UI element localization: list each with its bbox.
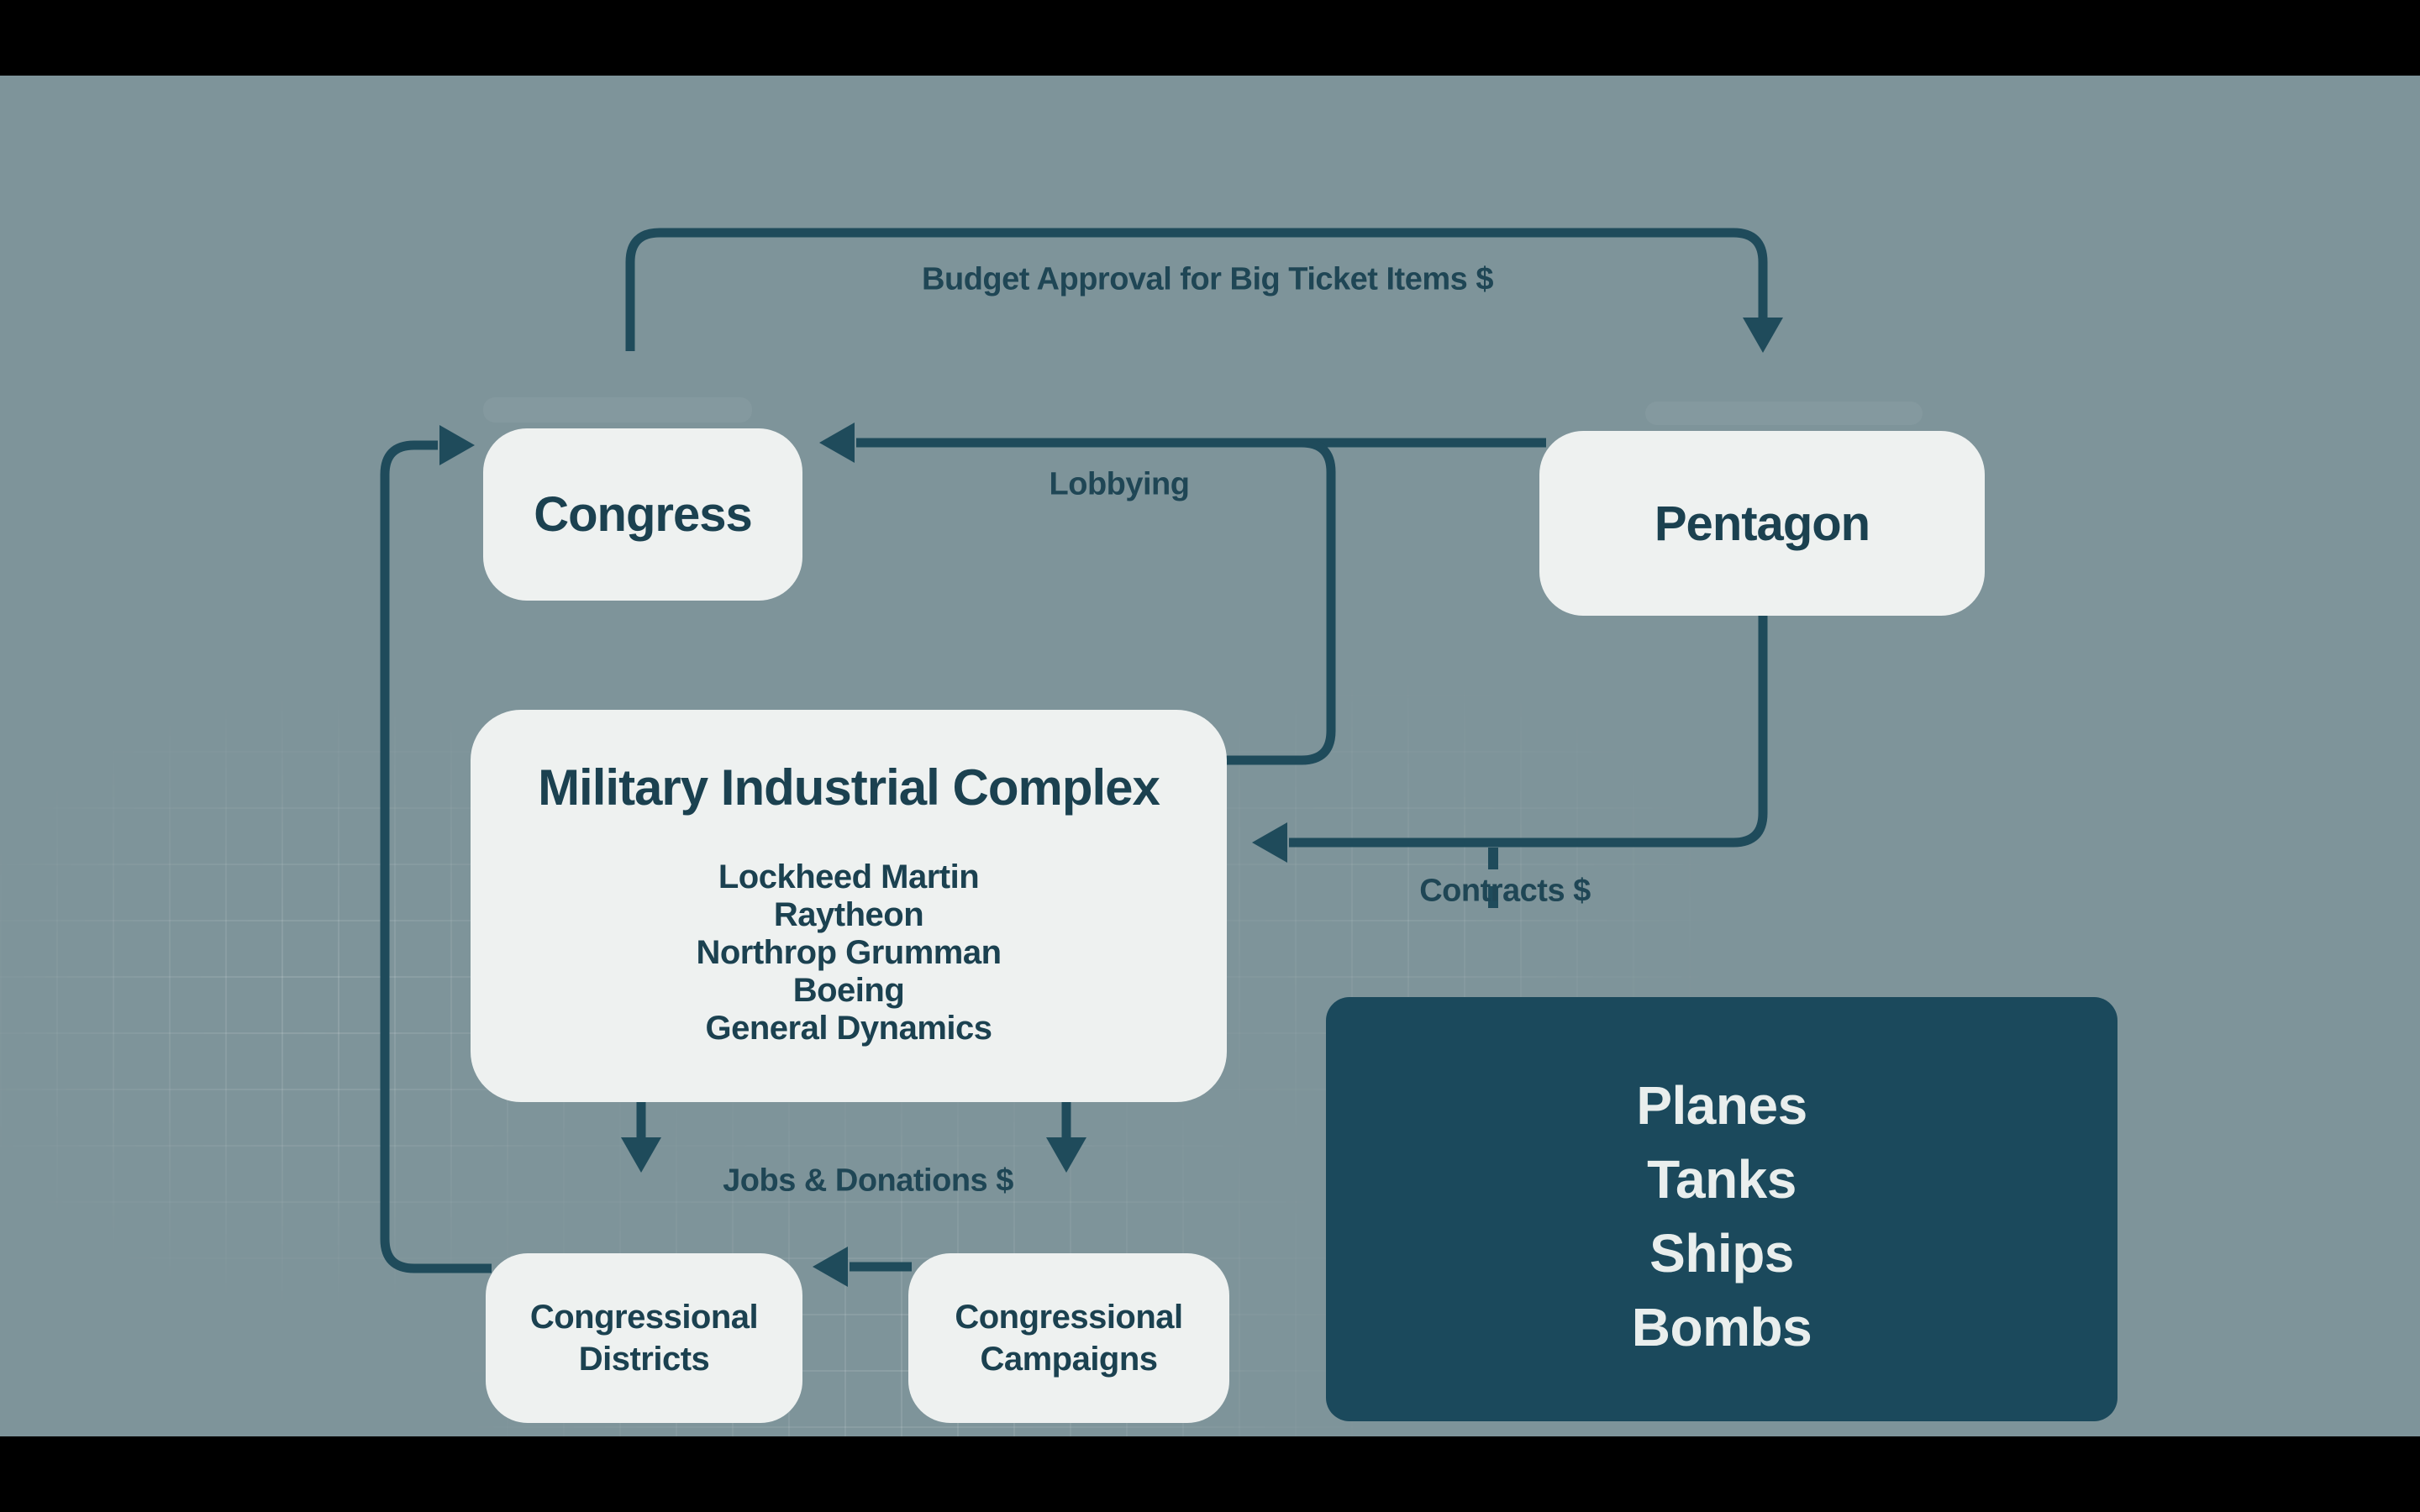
node-military-products: Planes Tanks Ships Bombs — [1326, 997, 2118, 1421]
node-pentagon: Pentagon — [1539, 431, 1985, 616]
background-highlight-patch — [1645, 402, 1923, 425]
node-pentagon-label: Pentagon — [1654, 496, 1870, 551]
edge-lobbying-arrowhead — [819, 423, 855, 463]
mic-company-item: Raytheon — [773, 896, 924, 933]
node-congressional-campaigns: Congressional Campaigns — [908, 1253, 1229, 1423]
edge-label-lobbying: Lobbying — [1049, 466, 1190, 502]
edge-campaigns-districts-arrowhead — [813, 1247, 848, 1287]
mic-company-item: Lockheed Martin — [718, 858, 980, 895]
edge-contracts-line — [1289, 538, 1768, 848]
product-item: Ships — [1649, 1222, 1794, 1284]
product-item: Tanks — [1647, 1148, 1797, 1210]
mic-company-item: Boeing — [792, 972, 905, 1009]
edge-jobs-campaigns-arrowhead — [1046, 1137, 1086, 1173]
edge-budget-approval-line — [625, 228, 1768, 351]
background-highlight-patch — [483, 397, 752, 423]
edge-budget-approval-arrowhead — [1743, 318, 1783, 353]
edge-contracts-arrowhead — [1252, 822, 1287, 863]
node-congressional-districts: Congressional Districts — [486, 1253, 802, 1423]
edge-label-jobs-donations: Jobs & Donations $ — [723, 1163, 1013, 1199]
edge-jobs-districts-arrowhead — [621, 1137, 661, 1173]
node-campaigns-label-line1: Congressional — [955, 1299, 1183, 1336]
mic-company-item: Northrop Grumman — [696, 934, 1002, 971]
product-item: Bombs — [1631, 1296, 1812, 1357]
letterbox-bar-bottom — [0, 1436, 2420, 1512]
mic-company-item: General Dynamics — [705, 1010, 992, 1047]
node-mic-title: Military Industrial Complex — [538, 759, 1160, 816]
letterbox-bar-top — [0, 0, 2420, 76]
edge-label-contracts: Contracts $ — [1419, 873, 1591, 909]
node-districts-label-line1: Congressional — [529, 1299, 759, 1336]
edge-lobbying-mic-branch — [1218, 438, 1336, 765]
edge-districts-congress-arrowhead — [439, 425, 475, 465]
node-military-industrial-complex: Military Industrial Complex Lockheed Mar… — [471, 710, 1227, 1102]
edge-districts-congress-line — [380, 440, 492, 1273]
node-districts-label-line2: Districts — [578, 1341, 710, 1378]
node-campaigns-label-line2: Campaigns — [980, 1341, 1158, 1378]
edge-label-budget-approval: Budget Approval for Big Ticket Items $ — [922, 261, 1493, 297]
node-congress: Congress — [483, 428, 802, 601]
node-congress-label: Congress — [534, 487, 753, 542]
diagram-canvas: Budget Approval for Big Ticket Items $ L… — [0, 76, 2420, 1436]
product-item: Planes — [1636, 1074, 1807, 1136]
